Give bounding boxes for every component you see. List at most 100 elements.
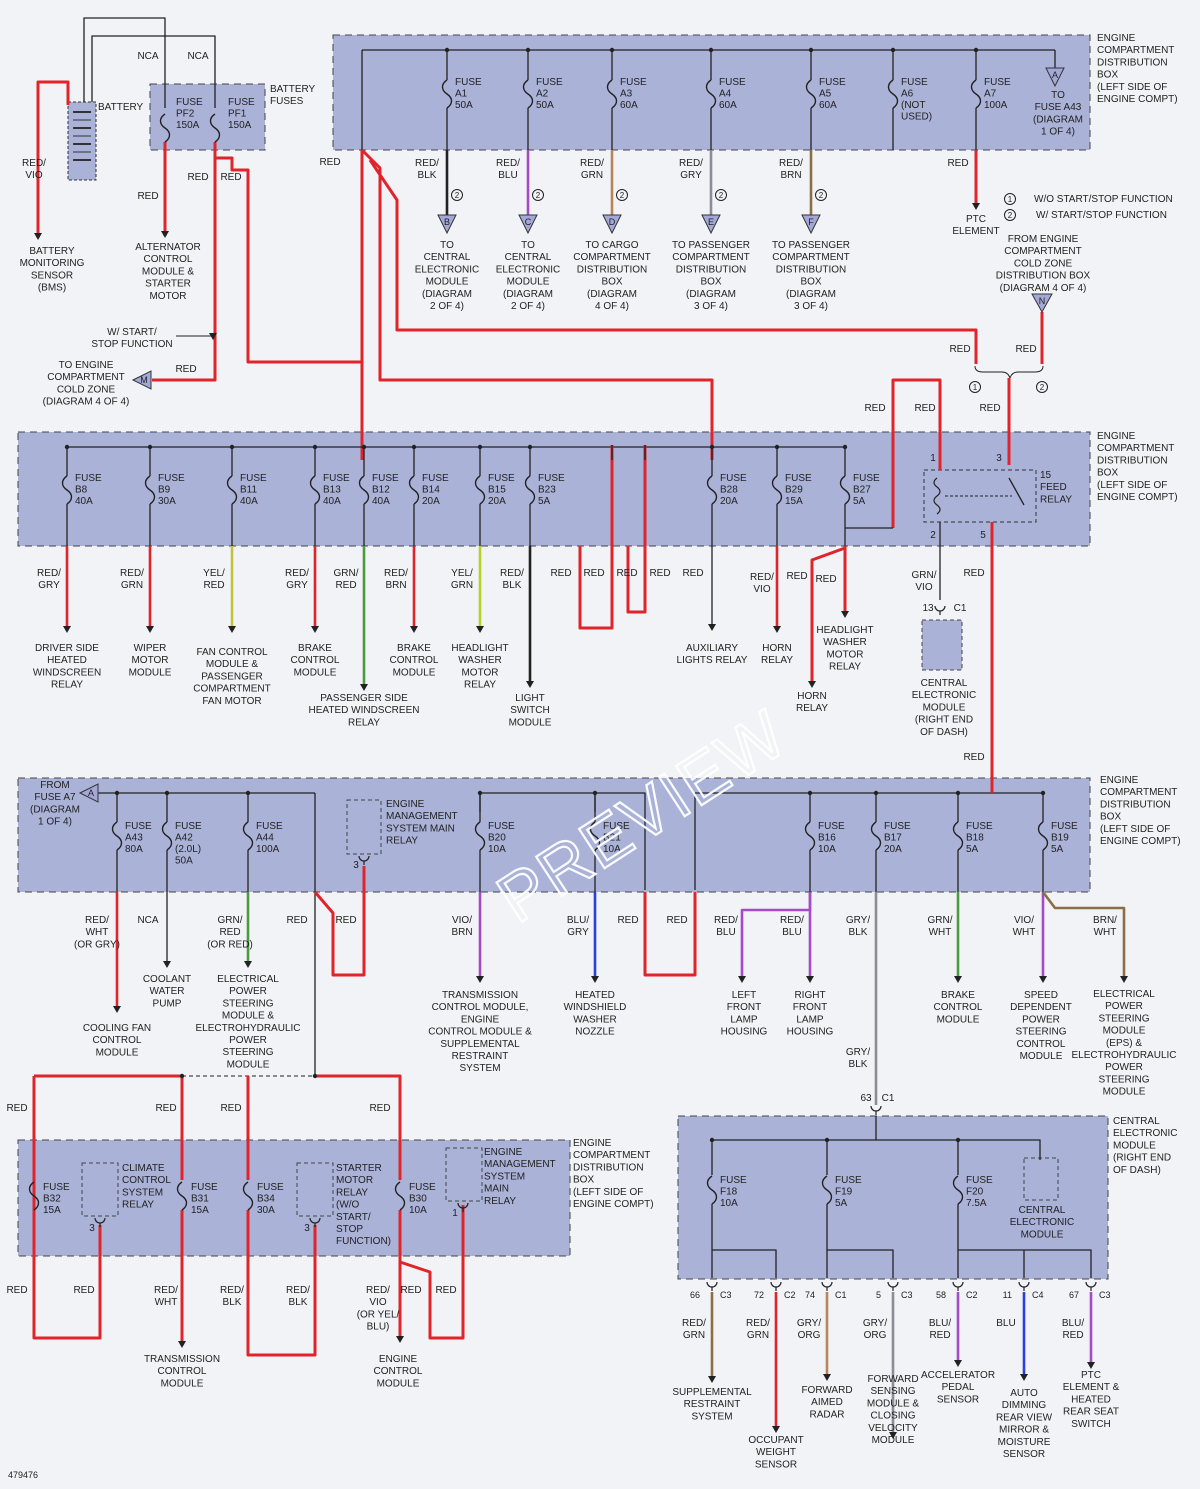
wire-color-label: RED: [175, 364, 196, 375]
wire-color-label: RED: [979, 403, 1000, 414]
note-label: STOP FUNCTION: [91, 339, 172, 350]
wire-color-label: RED/: [85, 915, 109, 926]
destination-label: POWER: [1022, 1014, 1060, 1025]
wire-color-label: RED/: [384, 568, 408, 579]
cem-label: (RIGHT END: [915, 715, 973, 726]
connector-label: C3: [1099, 1290, 1111, 1300]
relay-label: FUNCTION): [336, 1236, 391, 1247]
destination-label: OCCUPANT: [748, 1435, 803, 1446]
pf1-feed-wire: [213, 142, 364, 364]
fuse-label: 40A: [240, 496, 258, 507]
wire-color-label: RED/: [120, 568, 144, 579]
connector-triangle-icon: [801, 214, 821, 235]
fuse-label: A1: [455, 89, 468, 100]
relay-label: MAIN: [484, 1184, 509, 1195]
fuse-label: FUSE: [409, 1182, 436, 1193]
fuse-icon: [821, 1175, 833, 1205]
arrow-down-icon: [396, 1336, 404, 1343]
fuse-a43-label: TO: [1051, 90, 1065, 101]
destination-label: MOTOR: [826, 649, 863, 660]
arrow-down-icon: [476, 626, 484, 633]
destination-label: ELECTRICAL: [1093, 989, 1155, 1000]
note-circle-icon: [532, 189, 544, 201]
battery-positive-cable: [83, 17, 166, 108]
wires: [32, 17, 1126, 1436]
wire-color-label: GRY/: [846, 915, 870, 926]
pin-label: 13: [922, 603, 934, 614]
cem-label: ELECTRONIC: [912, 690, 976, 701]
connector-pin-icon: [934, 605, 946, 612]
wire-color-label: RED: [963, 752, 984, 763]
note-number: 2: [1008, 211, 1013, 220]
splice-dot-icon: [808, 47, 814, 53]
bms-label: MONITORING: [20, 258, 85, 269]
wire-color-label: BLU: [498, 170, 517, 181]
destination-label: PASSENGER SIDE: [320, 693, 408, 704]
fuse-label: FUSE: [240, 473, 267, 484]
wire-color-label: RED: [203, 580, 224, 591]
destination-label: BRAKE: [397, 643, 431, 654]
fuse-icon: [474, 821, 486, 851]
battery-icon: [67, 101, 97, 181]
destination-label: ELEMENT &: [1063, 1382, 1120, 1393]
ems-relay-wire: [313, 866, 366, 977]
feed-relay-label: FEED: [1040, 482, 1067, 493]
connector-letter: C: [525, 217, 532, 227]
fuse-icon: [839, 475, 851, 505]
destination-label: BOX: [800, 277, 821, 288]
connector-label: C2: [784, 1290, 796, 1300]
destination-label: AUTO: [1010, 1388, 1038, 1399]
fuse-label: B17: [884, 833, 902, 844]
fuse-label: 10A: [720, 1198, 738, 1209]
battery-label: BATTERY: [98, 102, 144, 113]
destination-label: HEATED WINDSCREEN: [309, 705, 420, 716]
destination-label: NOZZLE: [575, 1027, 615, 1038]
cem-internal: [957, 1204, 1092, 1278]
b34-loop: [246, 1210, 317, 1357]
wire-color-label: GRN/: [218, 915, 243, 926]
fuse-label: USED): [901, 112, 932, 123]
box-label: COMPARTMENT: [1097, 45, 1174, 56]
destination-label: DISTRIBUTION: [676, 264, 747, 275]
fuse-label: A44: [256, 833, 274, 844]
destination-label: STEERING: [222, 1047, 273, 1058]
wire-color-label: GRY: [286, 580, 308, 591]
destination-label: CONTROL MODULE,: [432, 1002, 529, 1013]
destination-label: SUPPLEMENTAL: [672, 1387, 752, 1398]
wire-color-label: GRN: [451, 580, 473, 591]
connector-label: C3: [720, 1290, 732, 1300]
destination-label: RELAY: [796, 703, 828, 714]
fuse-label: FUSE: [536, 77, 563, 88]
cem-label: OF DASH): [920, 727, 968, 738]
wire-color-label: BRN: [780, 170, 801, 181]
fuse-label: 15A: [785, 496, 803, 507]
destination-label: BOX: [601, 277, 622, 288]
connector-triangle-icon: [701, 214, 721, 235]
pin-label: 58: [936, 1290, 946, 1300]
destination-label: ELECTROHYDRAULIC: [195, 1023, 300, 1034]
wire-color-label: RED: [682, 568, 703, 579]
destination-label: (EPS) &: [1106, 1038, 1142, 1049]
arrow-down-icon: [972, 203, 980, 210]
box-label: (RIGHT END: [1113, 1153, 1171, 1164]
jumper-wire: [626, 445, 647, 614]
splice-dot-icon: [245, 790, 251, 796]
wire-color-label: RED: [617, 915, 638, 926]
fuse-label: 10A: [488, 844, 506, 855]
destination-label: DRIVER SIDE: [35, 643, 99, 654]
splice-dot-icon: [824, 1137, 830, 1143]
connector-pin-icon: [706, 1281, 718, 1288]
fuse-label: FUSE: [835, 1175, 862, 1186]
cold-zone-in-label: COMPARTMENT: [1004, 246, 1081, 257]
connector-triangle-icon: [1045, 67, 1065, 88]
arrow-down-icon: [476, 976, 484, 983]
arrow-down-icon: [823, 1374, 831, 1381]
destination-label: RELAY: [761, 655, 793, 666]
destination-label: FRONT: [793, 1002, 827, 1013]
fuse-label: B20: [488, 833, 506, 844]
wire-color-label: RED/: [679, 158, 703, 169]
fuse-icon: [805, 79, 817, 109]
relay-outline: [1023, 1157, 1059, 1201]
fuse-label: 50A: [175, 856, 193, 867]
splice-dot-icon: [527, 444, 533, 450]
